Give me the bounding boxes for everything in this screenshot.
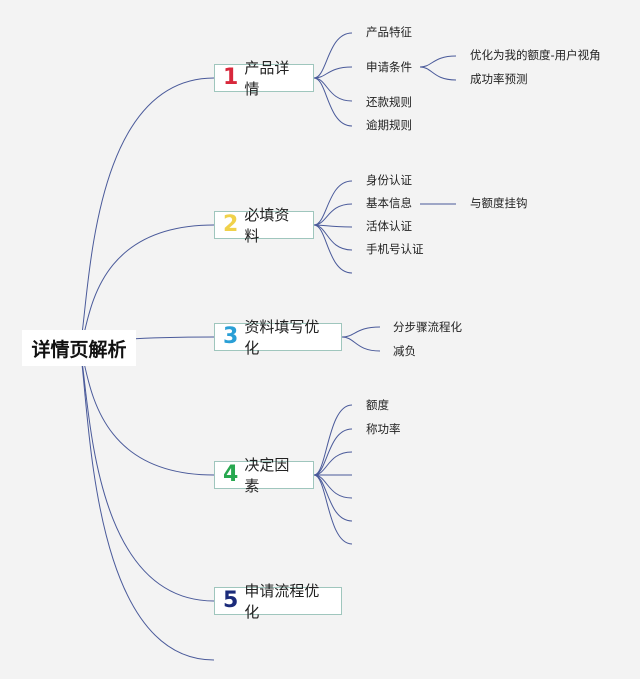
leaf-item[interactable]: 与额度挂钩 [470,196,528,210]
branch-connector [341,326,381,338]
topic-application-flow[interactable]: 5 申请流程优化 [214,582,342,621]
topic-number: 3 [223,324,239,349]
branch-connector [341,336,381,352]
root-connector [79,347,215,476]
leaf-item[interactable]: 手机号认证 [366,242,424,256]
root-connector [79,347,215,602]
topic-label: 产品详情 [244,59,290,98]
root-label: 详情页解析 [31,338,127,361]
topic-label: 决定因素 [244,456,290,495]
topic-number: 1 [223,65,239,90]
leaf-item[interactable]: 称功率 [366,422,401,436]
topic-form-optimization[interactable]: 3 资料填写优化 [214,318,342,357]
leaf-item[interactable]: 还款规则 [366,95,412,109]
topic-number: 4 [223,462,239,487]
root-connector [79,77,215,349]
root-connector [79,347,215,661]
branch-connector [313,428,353,476]
leaf-item[interactable]: 成功率预测 [470,72,528,86]
branch-connector [313,66,353,79]
leaf-item[interactable]: 减负 [393,344,416,358]
leaf-item[interactable]: 逾期规则 [366,118,412,132]
leaf-item[interactable]: 身份认证 [366,173,412,187]
leaf-item[interactable]: 额度 [366,398,389,412]
topic-number: 2 [223,212,239,237]
leaf-item[interactable]: 优化为我的额度-用户视角 [470,48,601,62]
topic-required-info[interactable]: 2 必填资料 [214,206,314,245]
branch-connector [313,224,353,274]
branch-connector [419,55,457,68]
branch-connector [313,77,353,127]
branch-connector [313,451,353,476]
topic-label: 资料填写优化 [244,318,320,357]
leaf-item[interactable]: 活体认证 [366,219,412,233]
topic-number: 5 [223,588,239,613]
branch-connector [313,474,353,545]
topic-label: 申请流程优化 [244,582,320,621]
topic-product-details[interactable]: 1 产品详情 [214,59,314,98]
branch-connector [313,180,353,226]
topic-label: 必填资料 [244,206,290,245]
leaf-item[interactable]: 基本信息 [366,196,412,210]
branch-connector [419,66,457,81]
leaf-item[interactable]: 申请条件 [366,60,412,74]
topic-decisive-factors[interactable]: 4 决定因素 [214,456,314,495]
branch-connector [313,404,353,476]
leaf-item[interactable]: 分步骤流程化 [393,320,462,334]
branch-connector [313,32,353,79]
branch-connector [313,203,353,226]
leaf-item[interactable]: 产品特征 [366,25,412,39]
root-node[interactable]: 详情页解析 [22,330,136,366]
